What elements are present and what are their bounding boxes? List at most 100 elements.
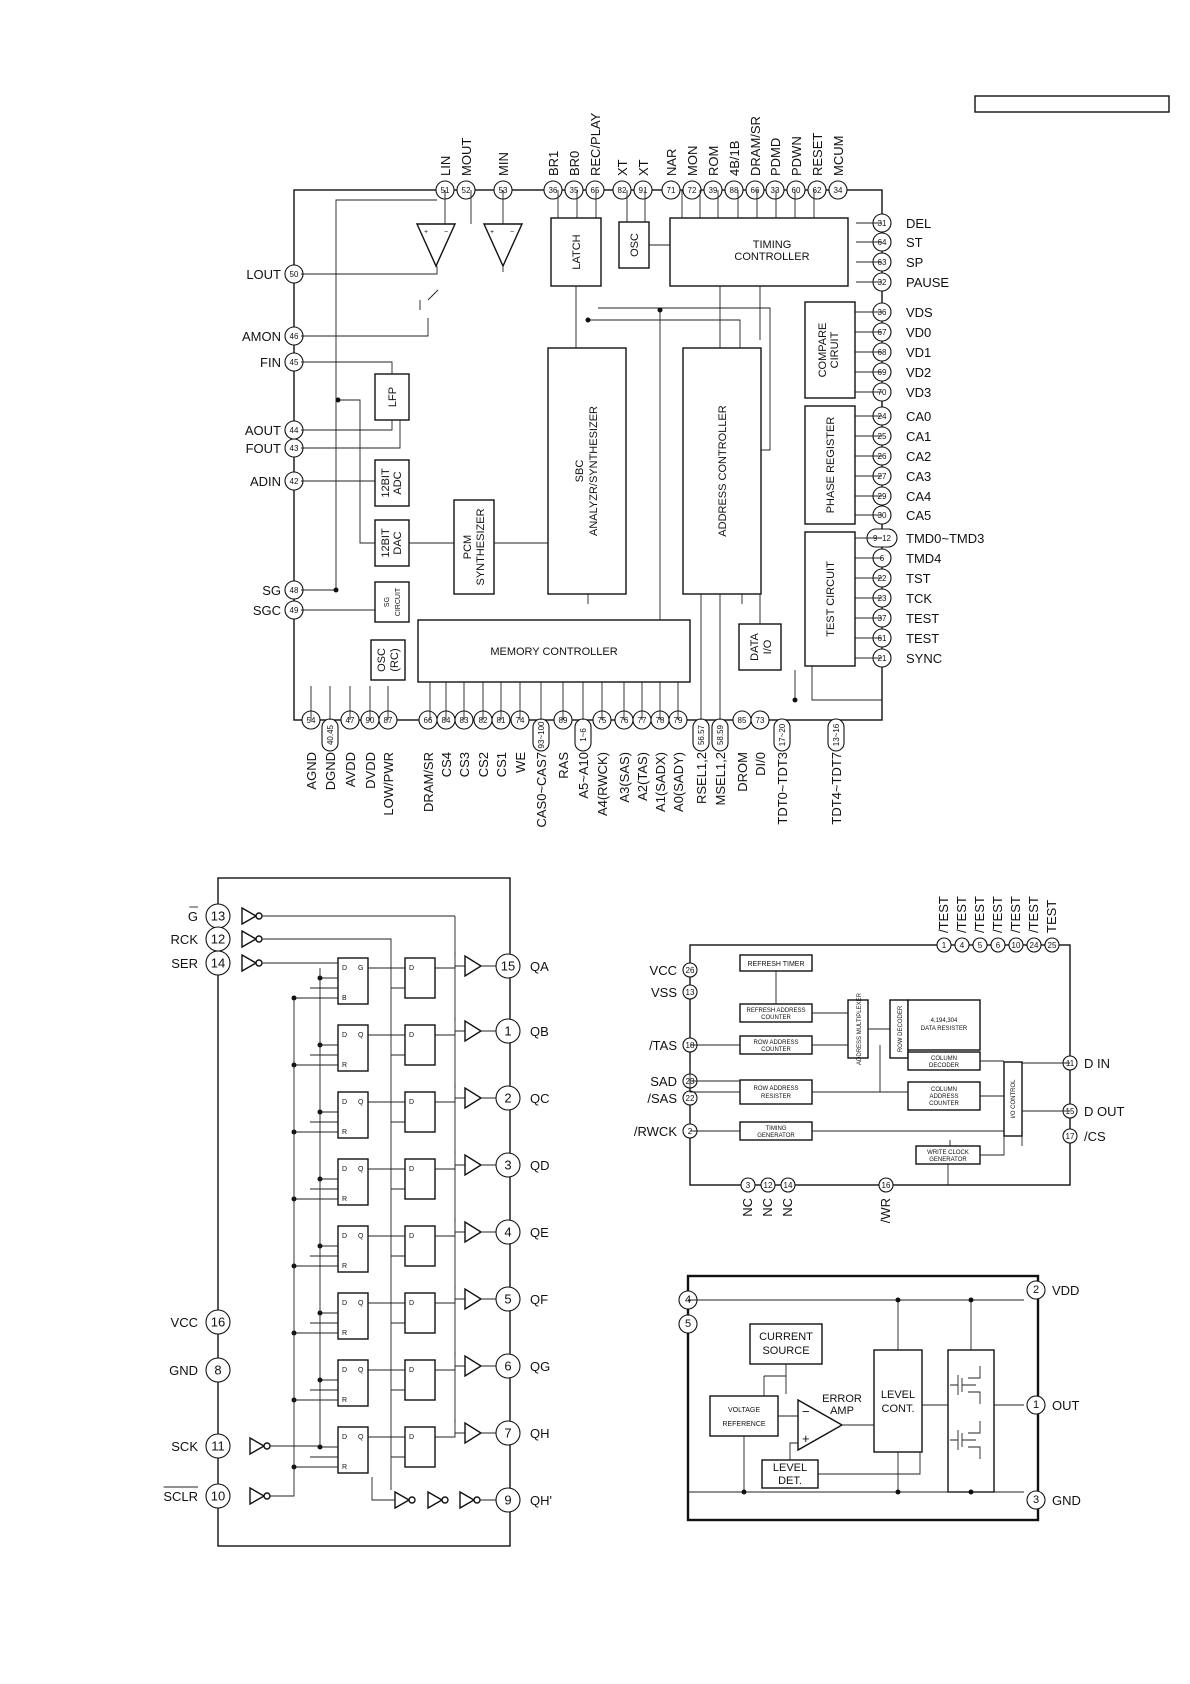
junction	[792, 697, 798, 703]
right-pin-label: PAUSE	[906, 275, 949, 290]
dram-left-pin-number: 18	[686, 1041, 695, 1050]
test-circuit-block	[804, 531, 856, 667]
shift-pin-qd-number: 3	[504, 1158, 511, 1173]
opamp-minus-1: −	[444, 229, 448, 236]
lfp-label: LFP	[387, 387, 399, 407]
top-pin-label: RESET	[810, 133, 825, 176]
col-cnt-3: COUNTER	[929, 1101, 959, 1107]
data-label-2: I/O	[762, 639, 774, 654]
dram-right-pin	[1062, 1128, 1078, 1144]
adc-label-2: ADC	[392, 471, 404, 494]
mem-label: MEMORY CONTROLLER	[490, 646, 617, 658]
dram-top-pin	[1044, 937, 1060, 953]
level-det-block	[761, 1459, 819, 1489]
dram-top-pin-number: 1	[942, 941, 947, 950]
header-box	[974, 95, 1170, 113]
right-pin-label: CA2	[906, 449, 931, 464]
output-buffer-3	[464, 1086, 483, 1110]
bottom-pin-cs4-number: 84	[442, 716, 451, 725]
col-dec-1: COLUMN	[931, 1056, 957, 1062]
dram-bottom-pin	[878, 1177, 894, 1193]
shift-pin-qe	[495, 1219, 521, 1245]
bottom-pin-a5-a10-number: 1~6	[579, 728, 588, 742]
voltage-ref-block	[709, 1395, 779, 1437]
dram-bottom-pin-number: 14	[784, 1181, 793, 1190]
shift-pin-sclr-number: 10	[211, 1489, 225, 1504]
shift-pin-label: RCK	[171, 932, 199, 947]
junction	[895, 1297, 901, 1303]
bottom-pin-drom-number: 85	[738, 716, 747, 725]
shift-pin-qhp	[495, 1487, 521, 1513]
buffer-bubble	[441, 1496, 449, 1504]
shift-pin-g-number: 13	[211, 909, 225, 924]
top-pin-label: MON	[685, 146, 700, 176]
dram-top-pin	[990, 937, 1006, 953]
qh-buffer	[427, 1490, 444, 1510]
top-pin-label: 4B/1B	[727, 141, 742, 176]
shift-pin-qb-number: 1	[504, 1024, 511, 1039]
right-pin-sync-number: 21	[878, 654, 887, 663]
error-amp	[797, 1398, 844, 1452]
bottom-pin-label: CAS0~CAS7	[534, 752, 549, 828]
buffer-bubble	[255, 959, 263, 967]
bottom-pin-avdd-number: 47	[346, 716, 355, 725]
dram-right-label: /CS	[1084, 1129, 1106, 1144]
shift-pin-label: QD	[530, 1158, 550, 1173]
dram-timing-1: TIMING	[766, 1126, 787, 1132]
reg-pin-gnd	[1026, 1490, 1046, 1510]
bottom-pin-tdt0-tdt3	[773, 718, 791, 752]
sg-label-2: CIRCUIT	[395, 587, 402, 616]
top-pin-br1-number: 36	[549, 186, 558, 195]
bottom-pin-label: DROM	[735, 752, 750, 792]
shift-ff-7	[337, 1359, 369, 1407]
dram-top-pin	[954, 937, 970, 953]
phase-register-block	[804, 405, 856, 525]
top-pin-pdmd	[765, 180, 785, 200]
right-pin-pause-number: 32	[878, 278, 887, 287]
latch-d: D	[409, 1300, 414, 1307]
top-pin-label: MOUT	[459, 138, 474, 176]
col-cnt-1: COLUMN	[931, 1087, 957, 1093]
right-pin-label: CA0	[906, 409, 931, 424]
shift-pin-qa-number: 15	[501, 959, 515, 974]
bottom-pin-we-number: 74	[516, 716, 525, 725]
top-pin-dram-sr-number: 66	[751, 186, 760, 195]
timing-label-2: CONTROLLER	[734, 251, 809, 263]
right-pin-del-number: 31	[878, 219, 887, 228]
shift-pin-qf	[495, 1286, 521, 1312]
latch-d: D	[409, 1434, 414, 1441]
right-pin-vd3-number: 70	[878, 388, 887, 397]
bottom-pin-label: AGND	[304, 752, 319, 790]
right-pin-vd2-number: 69	[878, 368, 887, 377]
top-pin-br1	[543, 180, 563, 200]
shift-pin-label: QH'	[530, 1493, 552, 1508]
shift-ff-4	[337, 1158, 369, 1206]
bottom-pin-label: A4(RWCK)	[595, 752, 610, 816]
right-pin-vds-number: 36	[878, 308, 887, 317]
bottom-pin-di-0-number: 73	[756, 716, 765, 725]
sbc-label-2: ANALYZR/SYNTHESIZER	[588, 406, 600, 536]
compare-label-1: COMPARE	[817, 323, 829, 378]
dram-bottom-pin-number: 3	[746, 1181, 751, 1190]
bottom-pin-di-0	[750, 710, 770, 730]
top-pin-nar	[661, 180, 681, 200]
shift-pin-qd	[495, 1152, 521, 1178]
dac-label-2: DAC	[392, 531, 404, 554]
top-pin-reset-number: 62	[813, 186, 822, 195]
level-cont-block	[873, 1349, 923, 1453]
shift-pin-qa	[495, 953, 521, 979]
bottom-pin-label: CS3	[457, 752, 472, 777]
latch-osc-wires	[557, 190, 670, 246]
left-pin-label: FOUT	[246, 441, 281, 456]
storage-ff-8	[404, 1426, 436, 1468]
top-pin-label: XT	[636, 159, 651, 176]
junction	[895, 1489, 901, 1495]
shift-pin-vcc	[205, 1309, 231, 1335]
shift-pin-label: QH	[530, 1426, 550, 1441]
reg-left-pin	[678, 1314, 698, 1334]
ff-d: D	[342, 1166, 347, 1173]
bottom-pin-ras-number: 89	[559, 716, 568, 725]
det-label-2: DET.	[778, 1475, 802, 1487]
